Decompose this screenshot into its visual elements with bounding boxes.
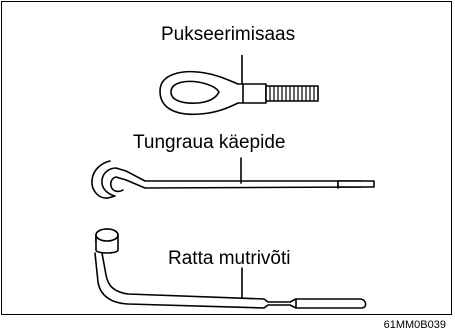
figure-code: 61MM0B039 — [384, 319, 446, 331]
wheel-nut-wrench-label: Ratta mutrivõti — [168, 249, 290, 268]
tow-hook-label: Pukseerimisaas — [161, 25, 295, 44]
jack-handle-label: Tungraua käepide — [133, 133, 285, 152]
tow-hook-icon — [160, 55, 318, 114]
jack-handle-icon — [92, 158, 374, 198]
